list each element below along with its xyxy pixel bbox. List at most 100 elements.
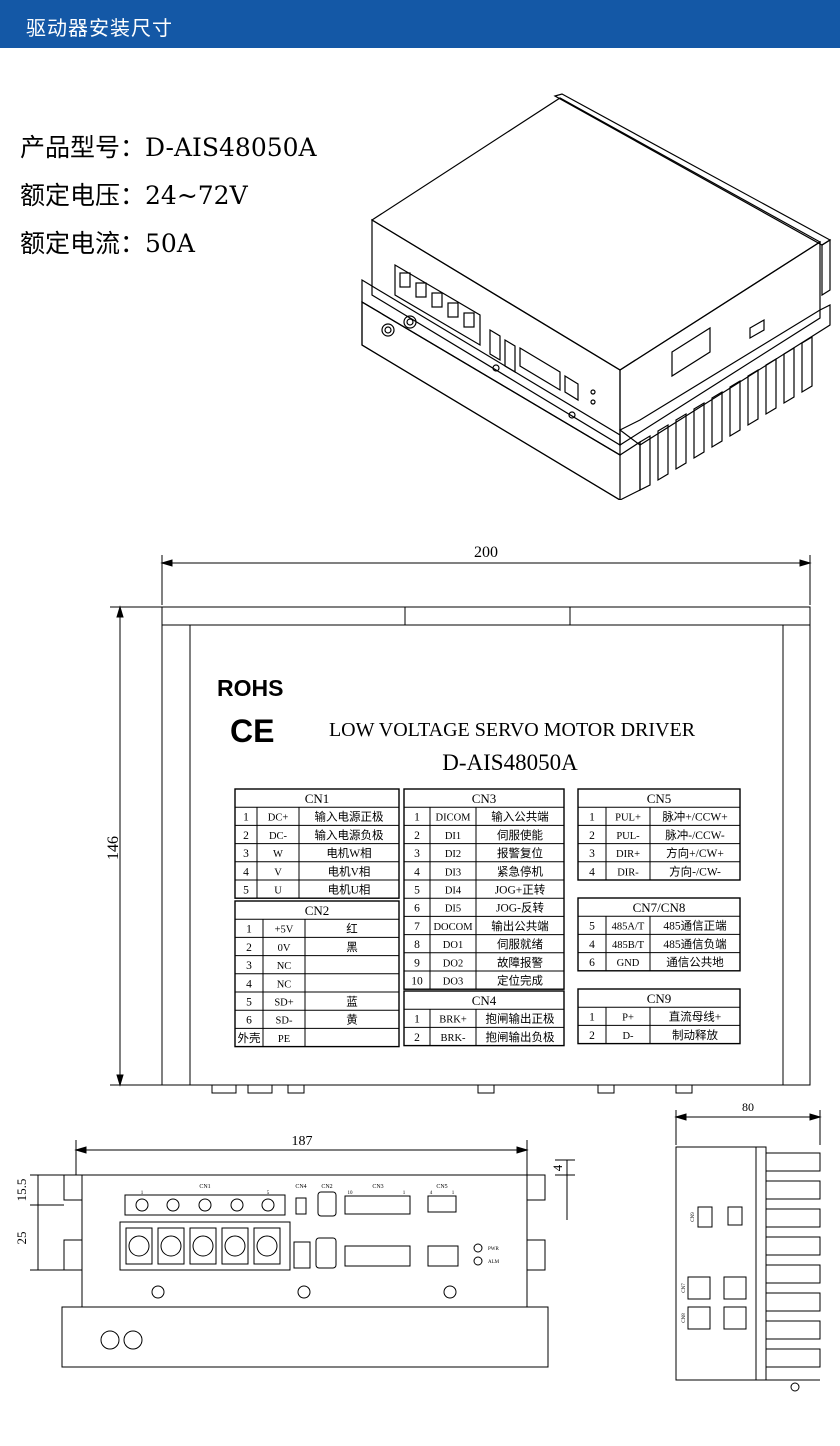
table-cell: DO1 bbox=[443, 940, 463, 951]
table-cell: 抱闸输出负极 bbox=[486, 1030, 555, 1044]
table-cell: 输入公共端 bbox=[491, 810, 549, 824]
table-cell: 4 bbox=[589, 866, 595, 878]
spec-voltage: 额定电压：24~72V bbox=[20, 181, 248, 210]
svg-text:1: 1 bbox=[141, 1191, 144, 1196]
dim-25: 25 bbox=[14, 1232, 29, 1245]
table-cell: 黑 bbox=[346, 941, 358, 954]
table-cell: DIR- bbox=[617, 867, 639, 878]
table-cell: 通信公共地 bbox=[666, 956, 724, 969]
table-cell: 8 bbox=[414, 939, 420, 951]
table-cell: DOCOM bbox=[433, 922, 473, 933]
table-cell: 1 bbox=[243, 812, 249, 824]
table-cell: NC bbox=[277, 961, 292, 972]
label-cn5: CN5 bbox=[436, 1184, 447, 1190]
table-cell: 伺服就绪 bbox=[497, 937, 543, 951]
table-cell: 制动释放 bbox=[672, 1028, 718, 1042]
table-cell: 外壳 bbox=[238, 1031, 261, 1045]
table-cell: DC+ bbox=[268, 813, 289, 824]
label-cn8: CN8 bbox=[682, 1313, 687, 1323]
table-cell: 7 bbox=[414, 921, 420, 933]
table-cell: DC- bbox=[269, 831, 288, 842]
table-cell: 伺服使能 bbox=[497, 828, 543, 842]
dim-width-187: 187 bbox=[292, 1134, 313, 1149]
label-cn7: CN7 bbox=[682, 1283, 687, 1293]
table-title: CN2 bbox=[305, 903, 330, 918]
table-cell: 输出公共端 bbox=[491, 919, 549, 933]
label-cn1: CN1 bbox=[199, 1184, 210, 1190]
table-cell: DO2 bbox=[443, 958, 463, 969]
table-cell: 黄 bbox=[346, 1013, 358, 1027]
isometric-product-drawing bbox=[361, 93, 832, 500]
table-cell: 定位完成 bbox=[497, 974, 543, 988]
table-cell: 方向+/CW+ bbox=[666, 846, 724, 860]
table-cell: 3 bbox=[589, 848, 595, 860]
table-cell: 485通信负端 bbox=[663, 937, 726, 951]
rohs-mark: ROHS bbox=[217, 675, 283, 701]
table-cell: BRK- bbox=[440, 1033, 466, 1044]
table-cell: D- bbox=[622, 1031, 634, 1042]
table-title: CN1 bbox=[305, 791, 330, 806]
table-cell: 3 bbox=[246, 960, 252, 972]
table-cell: 1 bbox=[246, 924, 252, 936]
table-cell: JOG+正转 bbox=[495, 883, 546, 897]
table-cell: 5 bbox=[414, 885, 420, 897]
table-cell: 输入电源正极 bbox=[315, 810, 384, 824]
panel-subtitle: LOW VOLTAGE SERVO MOTOR DRIVER bbox=[329, 719, 696, 741]
bottom-view-drawing: 187 15.5 25 4 CN1 1 5 CN4 CN2 CN3 10 1 C… bbox=[14, 1134, 575, 1368]
table-cell: SD+ bbox=[274, 998, 293, 1009]
table-cell: 5 bbox=[246, 997, 252, 1009]
table-cell: 红 bbox=[346, 923, 358, 936]
table-cell: 1 bbox=[414, 812, 420, 824]
table-cell: 2 bbox=[589, 830, 595, 842]
table-title: CN5 bbox=[647, 791, 672, 806]
table-title: CN7/CN8 bbox=[633, 900, 686, 915]
table-cell: 0V bbox=[278, 943, 291, 954]
table-cell: 4 bbox=[414, 866, 420, 878]
table-cell: +5V bbox=[275, 925, 294, 936]
label-cn3: CN3 bbox=[372, 1184, 383, 1190]
table-cell: DI2 bbox=[445, 849, 461, 860]
table-title: CN3 bbox=[472, 791, 497, 806]
table-cell: 2 bbox=[246, 942, 252, 954]
panel-model: D-AIS48050A bbox=[442, 750, 578, 775]
table-cell: 485通信正端 bbox=[663, 920, 726, 933]
table-cell: U bbox=[274, 886, 282, 897]
section-header: 驱动器安装尺寸 bbox=[0, 0, 840, 48]
label-cn4: CN4 bbox=[295, 1184, 306, 1190]
table-cell: 6 bbox=[414, 903, 420, 915]
table-cell: 485A/T bbox=[612, 922, 645, 933]
table-cell: DI4 bbox=[445, 886, 462, 897]
table-cell: 10 bbox=[411, 976, 423, 988]
label-pwr: PWR bbox=[488, 1247, 500, 1252]
table-cell: 抱闸输出正极 bbox=[486, 1012, 555, 1026]
svg-text:1: 1 bbox=[403, 1191, 406, 1196]
table-cell: DI1 bbox=[445, 831, 461, 842]
table-cell: 3 bbox=[414, 848, 420, 860]
table-cell: 1 bbox=[589, 1012, 595, 1024]
table-cell: 报警复位 bbox=[497, 846, 543, 860]
svg-text:1: 1 bbox=[452, 1191, 455, 1196]
label-cn9: CN9 bbox=[691, 1212, 696, 1222]
svg-text:10: 10 bbox=[348, 1191, 354, 1196]
dim-15-5: 15.5 bbox=[14, 1179, 29, 1202]
dim-width-200: 200 bbox=[474, 544, 498, 561]
table-cell: 485B/T bbox=[612, 940, 645, 951]
spec-current: 额定电流：50A bbox=[20, 229, 195, 258]
label-alm: ALM bbox=[488, 1260, 500, 1265]
table-cell: PUL+ bbox=[615, 813, 641, 824]
table-cell: P+ bbox=[622, 1013, 634, 1024]
table-cell: PUL- bbox=[616, 831, 640, 842]
table-cell: 3 bbox=[243, 848, 249, 860]
table-cell: DICOM bbox=[435, 813, 471, 824]
table-cell: 5 bbox=[589, 921, 595, 933]
table-cell: NC bbox=[277, 979, 292, 990]
table-cell: DO3 bbox=[443, 977, 463, 988]
table-cell: JOG-反转 bbox=[496, 901, 544, 915]
table-cell: DI5 bbox=[445, 904, 461, 915]
dim-4: 4 bbox=[550, 1164, 565, 1171]
